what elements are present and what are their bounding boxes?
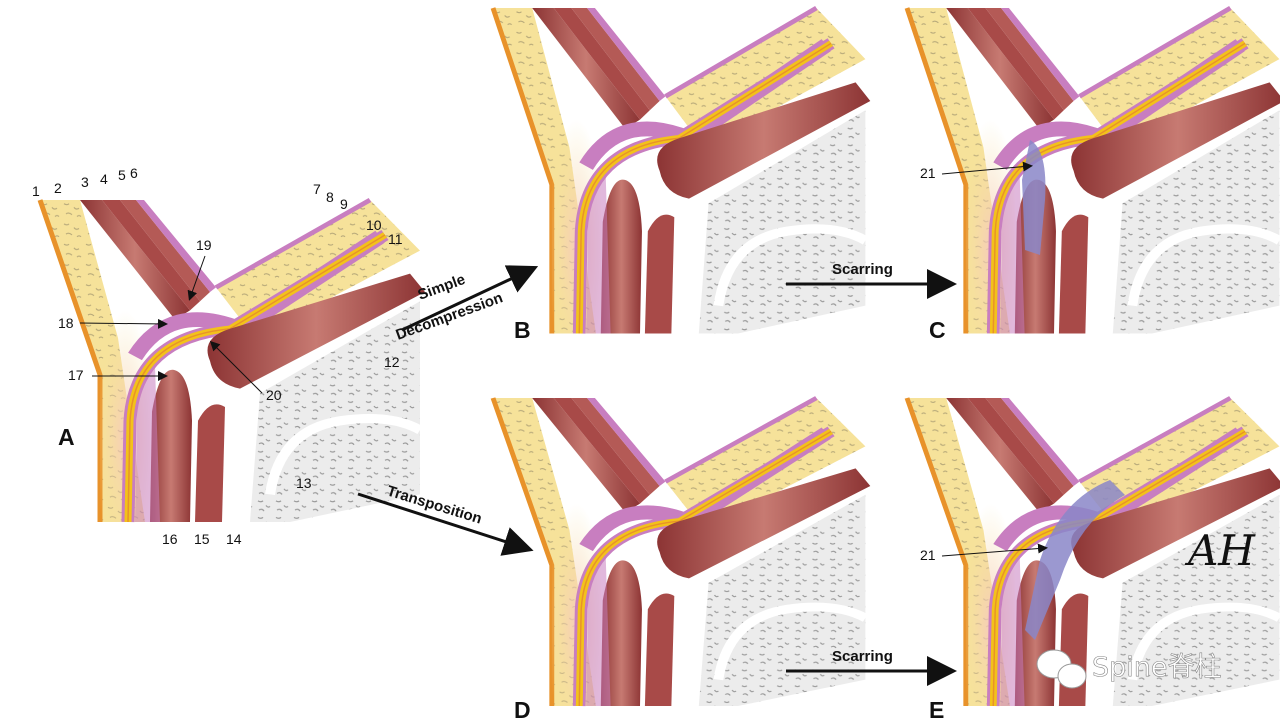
leader-lines	[79, 255, 263, 394]
watermark-text: Spine脊柱	[1092, 652, 1222, 683]
callout-20: 20	[266, 387, 282, 403]
callout-14: 14	[226, 531, 242, 547]
callout-4: 4	[100, 171, 108, 187]
callout-2: 2	[54, 180, 62, 196]
panel-letter-b: B	[514, 317, 531, 343]
panel-letter-d: D	[514, 697, 531, 723]
arrow-label-simple: Simple	[416, 271, 468, 304]
callout-13: 13	[296, 475, 312, 491]
callout-9: 9	[340, 196, 348, 212]
callout-17: 17	[68, 367, 84, 383]
artist-signature: AH	[1184, 526, 1256, 575]
panel-letter-a: A	[58, 424, 75, 450]
callout-5: 5	[118, 167, 126, 183]
watermark: Spine脊柱	[1036, 649, 1222, 689]
callout-18: 18	[58, 315, 74, 331]
callout-21-e: 21	[920, 547, 936, 563]
panel-c	[907, 8, 1280, 334]
callout-11: 11	[388, 231, 403, 247]
callout-7: 7	[313, 181, 321, 197]
leader-21-e	[941, 543, 1048, 557]
callout-10: 10	[366, 217, 382, 233]
arrow-label-scarring-bottom: Scarring	[832, 648, 893, 665]
callout-16: 16	[162, 531, 178, 547]
callout-12: 12	[384, 354, 400, 370]
arrow-scarring-bottom: Scarring	[786, 648, 957, 686]
callout-8: 8	[326, 189, 334, 205]
wechat-icon	[1036, 649, 1087, 689]
panel-a	[40, 200, 425, 522]
scar-tissue-e	[1025, 480, 1125, 640]
callout-6: 6	[130, 165, 138, 181]
callout-21-c: 21	[920, 165, 936, 181]
leader-21-c	[941, 161, 1033, 175]
callout-1: 1	[32, 183, 40, 199]
panel-letter-c: C	[929, 317, 946, 343]
arrow-label-transposition: Transposition	[385, 483, 484, 528]
arrow-scarring-top: Scarring	[786, 261, 957, 299]
panel-d	[493, 398, 870, 706]
panel-letter-e: E	[929, 697, 944, 723]
arrow-label-scarring-top: Scarring	[832, 261, 893, 278]
callout-15: 15	[194, 531, 210, 547]
callout-3: 3	[81, 174, 89, 190]
callout-19: 19	[196, 237, 212, 253]
callouts-panel-a: 1 2 3 4 5 6 7 8 9 10 11 12 13 14 15 16 1…	[32, 165, 403, 547]
